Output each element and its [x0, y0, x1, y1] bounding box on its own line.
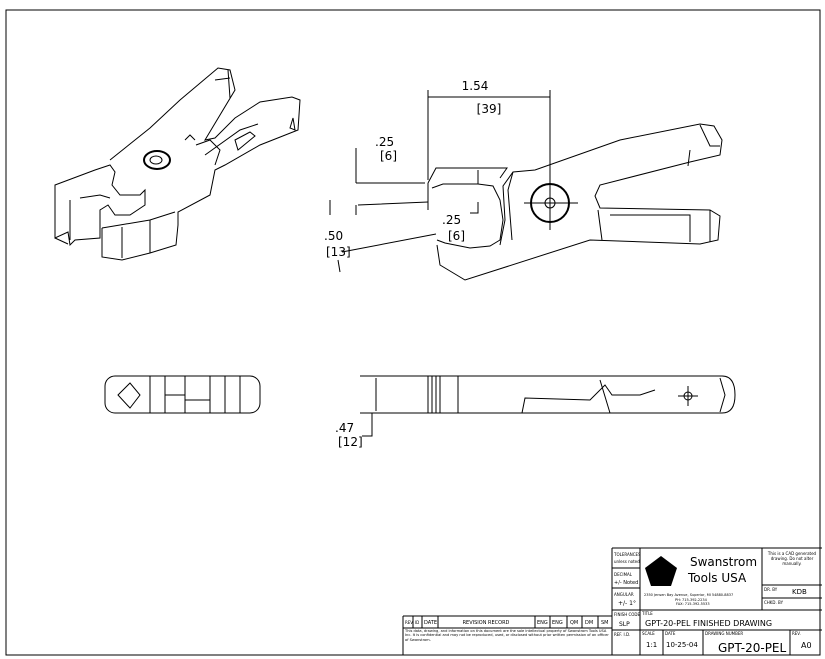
- eng-header-1: ENG: [537, 620, 548, 626]
- decimal-value: +/- Noted: [614, 580, 638, 586]
- decimal-label: DECIMAL: [614, 572, 633, 577]
- drawing-title: GPT-20-PEL FINISHED DRAWING: [645, 619, 772, 628]
- tolerance-label: TOLERANCES: [613, 552, 641, 557]
- cad-note: This is a CAD generated drawing. Do not …: [767, 551, 817, 566]
- dim-opening-mm: [13]: [326, 245, 351, 259]
- dim-upper-in: .25: [375, 135, 394, 149]
- dim-inner-mm: [6]: [448, 229, 465, 243]
- revision-record-header: REVISION RECORD: [463, 620, 510, 626]
- dim-opening-in: .50: [324, 229, 343, 243]
- drawing-number-value: GPT-20-PEL: [718, 641, 787, 655]
- checked-by-label: CHKD. BY: [764, 600, 784, 605]
- dim-thickness-in: .47: [335, 421, 354, 435]
- top-view: [360, 375, 736, 437]
- dim-width-in: 1.54: [462, 79, 489, 93]
- company-address: 2350 Jensen Bay Avenue, Superior, MI 548…: [644, 593, 733, 597]
- end-view: [104, 375, 261, 414]
- date-header: DATE: [424, 620, 437, 626]
- side-view: [329, 90, 723, 281]
- drawn-by-value: KDB: [792, 588, 807, 596]
- qm-header: QM: [570, 620, 578, 626]
- date-label: DATE: [665, 631, 676, 636]
- tolerance-text: unless noted: [614, 559, 640, 564]
- revision-block: REV ID DATE REVISION RECORD ENG ENG QM D…: [402, 615, 612, 655]
- rev-label: REV.: [792, 631, 801, 636]
- dim-upper-mm: [6]: [380, 149, 397, 163]
- scale-value: 1:1: [646, 641, 657, 649]
- company-logo: [645, 556, 677, 586]
- title-label: TITLE: [641, 611, 653, 616]
- ref-id-label: REF. I.D.: [614, 632, 630, 637]
- confidentiality-notice: This data, drawing, and information on t…: [405, 629, 609, 642]
- company-name-line1: Swanstrom: [690, 555, 757, 569]
- isometric-view: [54, 67, 301, 261]
- id-header: ID: [415, 620, 419, 625]
- finish-value: SLP: [619, 621, 630, 628]
- rev-value: A0: [801, 641, 812, 650]
- dim-width-mm: [39]: [477, 102, 502, 116]
- sheet-border: [5, 9, 821, 656]
- date-value: 10-25-04: [666, 641, 698, 649]
- drawing-number-label: DRAWING NUMBER: [705, 631, 743, 636]
- company-name-line2: Tools USA: [687, 571, 747, 585]
- title-block: TOLERANCES unless noted DECIMAL +/- Note…: [611, 547, 822, 655]
- angular-value: +/- 1°: [618, 600, 636, 607]
- scale-label: SCALE: [642, 631, 655, 636]
- dim-inner-in: .25: [442, 213, 461, 227]
- drawn-by-label: DR. BY: [764, 587, 778, 592]
- company-phone: PH: 715-392-2234: [675, 598, 708, 602]
- company-fax: FAX: 715-392-5533: [676, 602, 710, 606]
- dim-thickness-mm: [12]: [338, 435, 363, 449]
- finish-label: FINISH CODE: [614, 612, 640, 617]
- dm-header: DM: [585, 620, 593, 626]
- sm-header: SM: [601, 620, 609, 626]
- rev-header: REV: [405, 620, 413, 625]
- angular-label: ANGULAR: [614, 592, 634, 597]
- eng-header-2: ENG: [552, 620, 563, 626]
